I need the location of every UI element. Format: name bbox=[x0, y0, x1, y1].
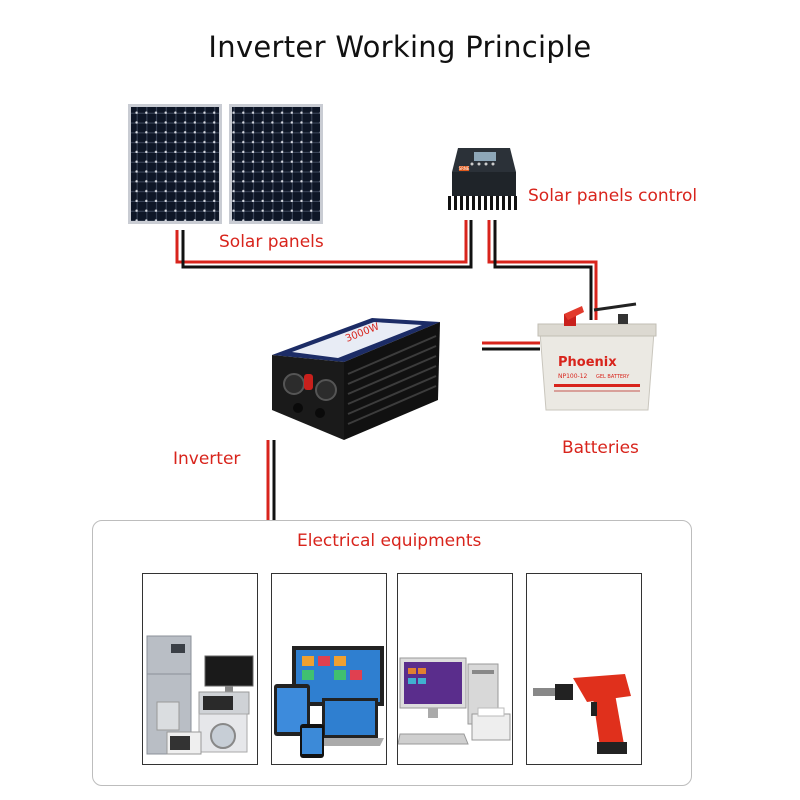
wire-controller-to-battery bbox=[487, 220, 598, 320]
wire-inverter-to-equipment bbox=[266, 440, 276, 520]
wire-inverter-to-battery bbox=[482, 341, 540, 351]
power-drill-icon bbox=[533, 674, 631, 754]
inverter-icon: 3000W bbox=[272, 318, 440, 440]
solar-panels-label: Solar panels bbox=[219, 232, 324, 252]
computer-printer-icon bbox=[398, 657, 511, 745]
office-computer-tile bbox=[397, 573, 513, 765]
electrical-equipments-label: Electrical equipments bbox=[297, 531, 482, 551]
home-appliances-icon bbox=[146, 635, 254, 755]
controller-brand: SRNE bbox=[459, 166, 470, 171]
battery-brand: Phoenix bbox=[558, 355, 617, 370]
batteries-label: Batteries bbox=[562, 438, 639, 458]
multimedia-devices-tile bbox=[271, 573, 387, 765]
battery-sub: GEL BATTERY bbox=[596, 374, 630, 380]
power-drill-tile bbox=[526, 573, 642, 765]
charge-controller-icon: SRNE bbox=[448, 148, 517, 210]
wire-panels-to-controller bbox=[175, 220, 473, 269]
diagram-title: Inverter Working Principle bbox=[208, 30, 592, 64]
battery-icon: Phoenix NP100-12 GEL BATTERY bbox=[537, 302, 657, 411]
inverter-label: Inverter bbox=[173, 449, 241, 469]
multimedia-devices-icon bbox=[274, 646, 384, 758]
home-appliances-tile bbox=[142, 573, 258, 765]
solar-panels-icon bbox=[128, 104, 323, 224]
solar-panels-control-label: Solar panels control bbox=[528, 186, 698, 206]
battery-model: NP100-12 bbox=[558, 373, 588, 380]
